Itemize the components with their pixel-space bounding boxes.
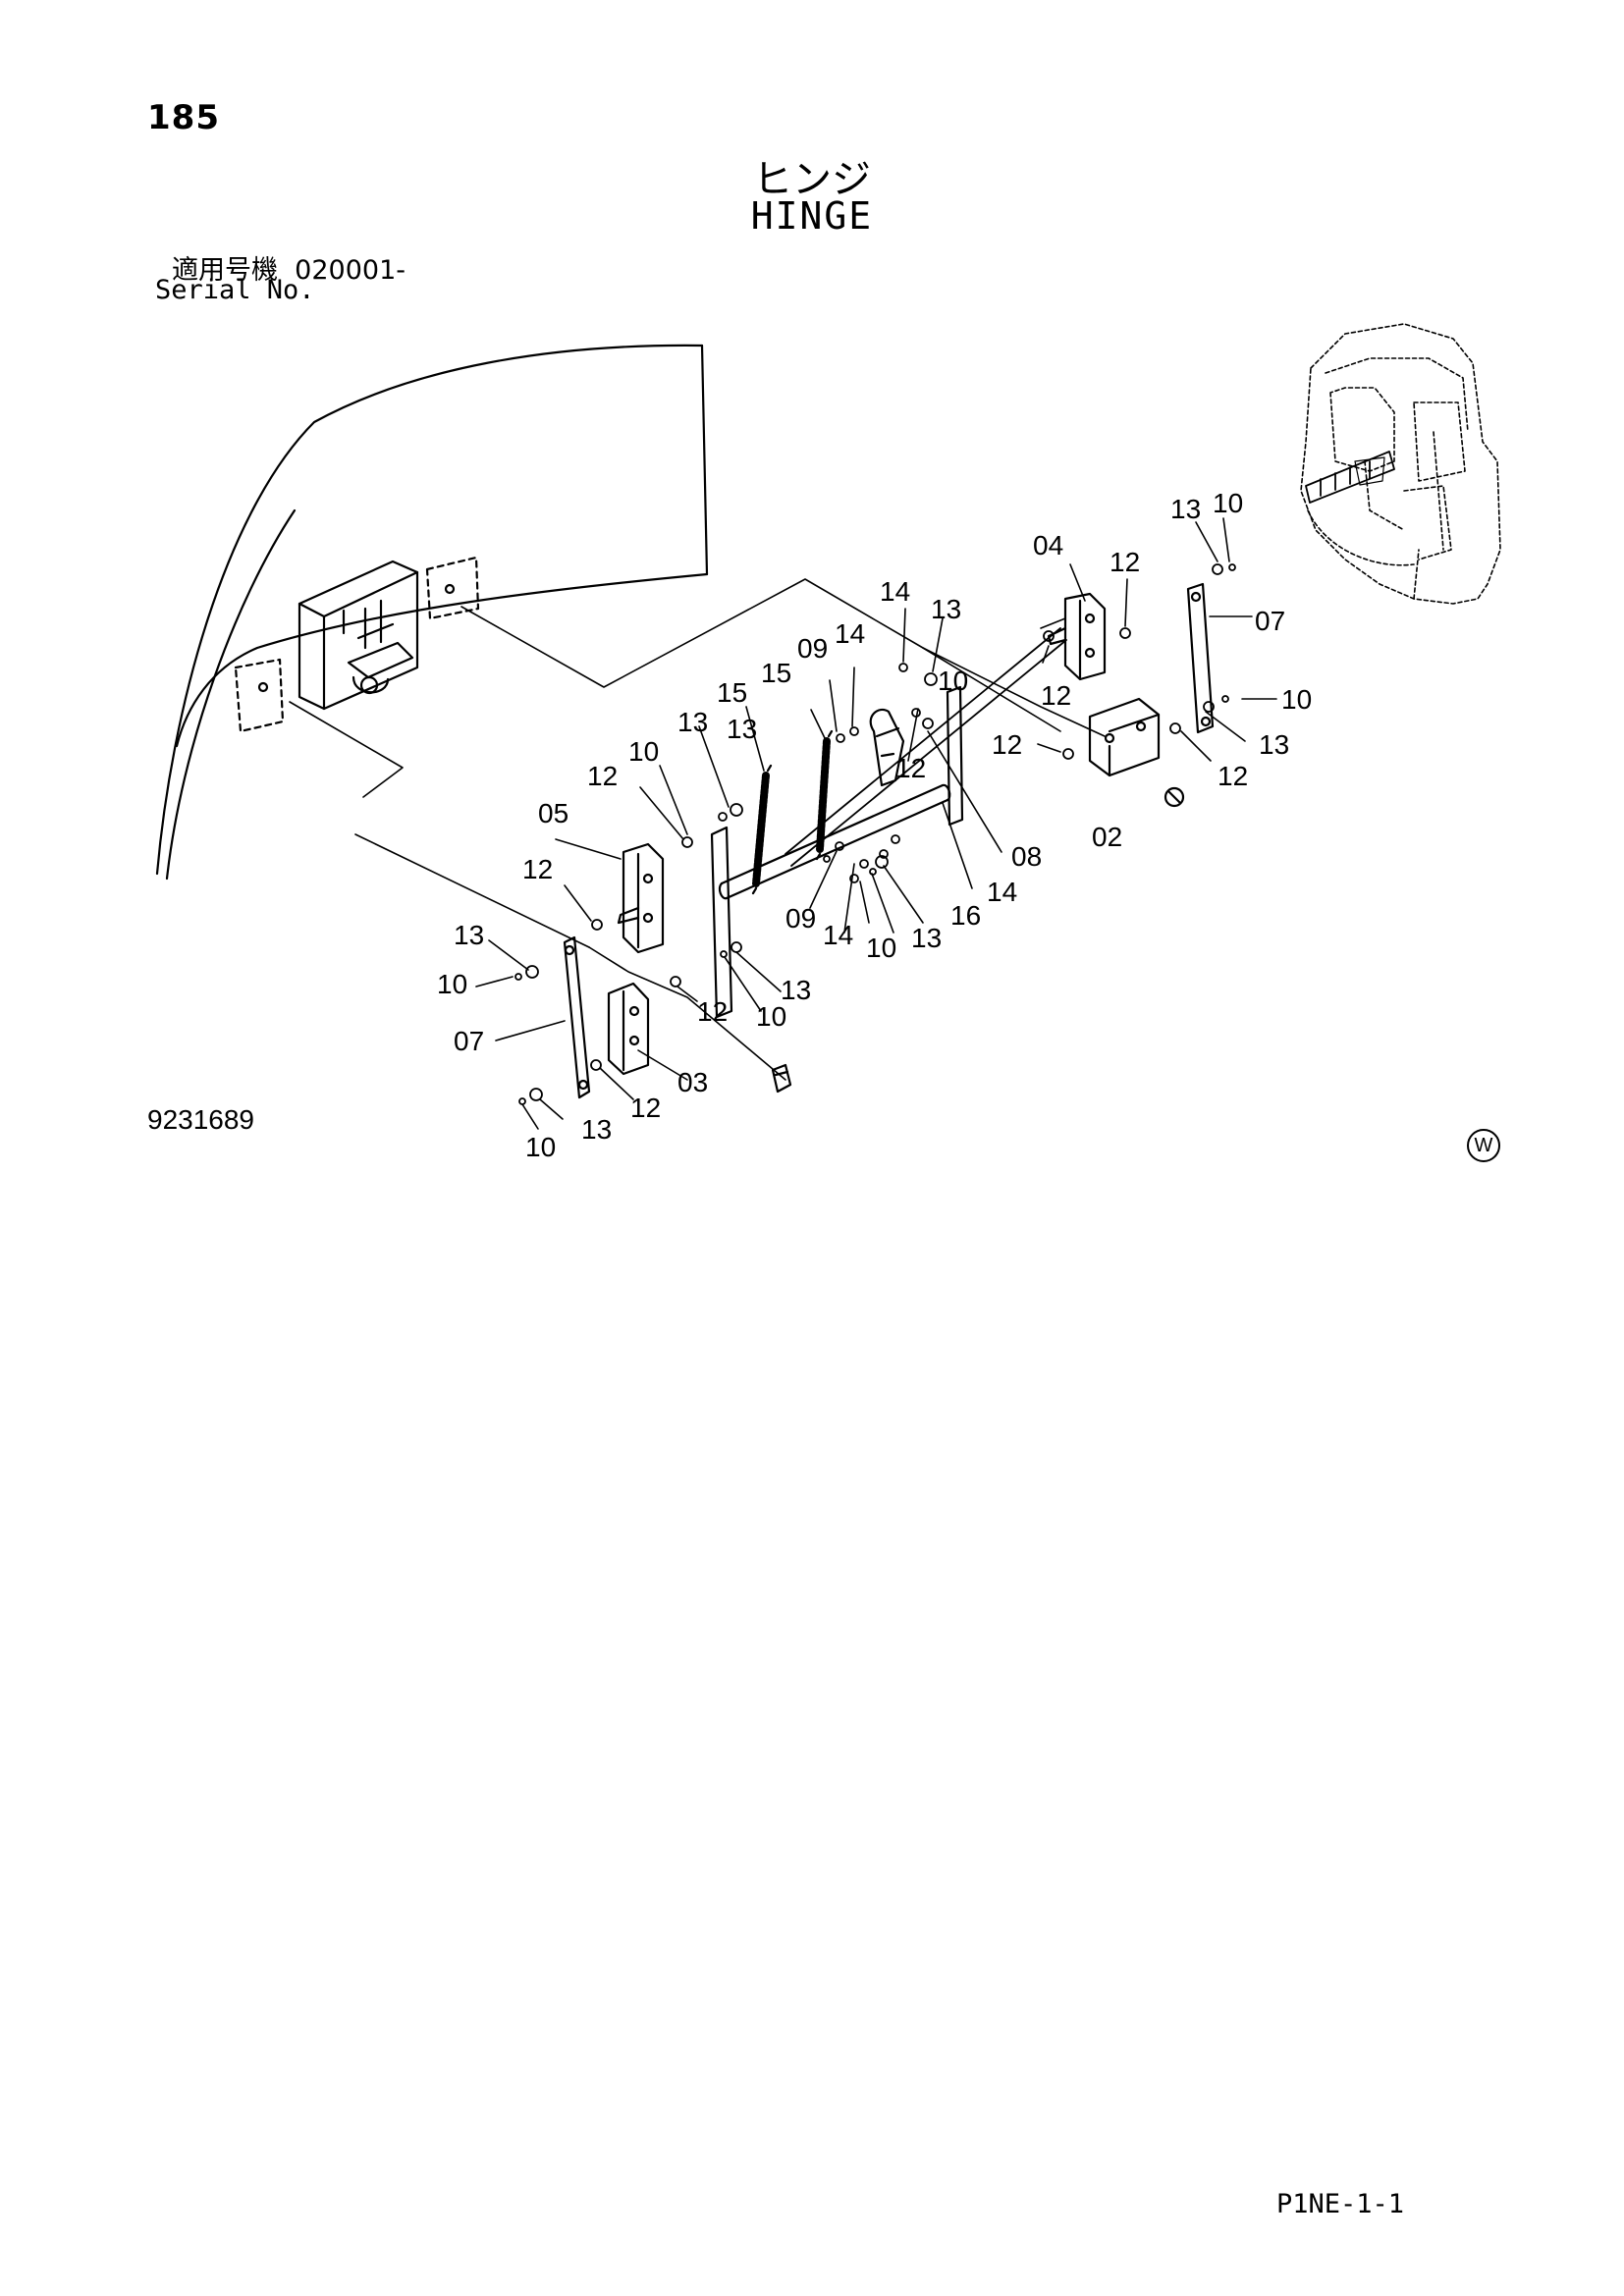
callout-10-lower-center: 10: [866, 933, 896, 963]
callout-12-right-inner: 12: [1041, 680, 1071, 711]
callout-12-mid-left: 12: [587, 761, 618, 791]
circled-w-mark: W: [1467, 1129, 1500, 1162]
serial-label-english: Serial No.: [155, 275, 315, 305]
callout-14-lower-right: 14: [987, 877, 1017, 907]
callout-13-top-inner: 13: [727, 714, 757, 744]
callout-10-top-inner: 10: [938, 666, 968, 696]
callout-13-top-right: 13: [1170, 494, 1201, 524]
bracket-02: [1088, 697, 1161, 777]
glass-panel: [155, 344, 709, 881]
bracket-03: [607, 982, 650, 1076]
callout-09-lower: 09: [785, 903, 816, 934]
part-callouts: 13 10 04 12 14 13 07 09 14 15 15 12 10 1…: [437, 488, 1312, 1162]
callout-12-upper: 12: [1110, 547, 1140, 577]
hardware-washers: [514, 563, 1236, 1105]
callout-08: 08: [1011, 841, 1042, 872]
drawing-number: 9231689: [147, 1104, 255, 1135]
serial-label-japanese: 適用号機: [172, 255, 278, 286]
lever-arm-07-left: [563, 935, 591, 1099]
callout-10-left: 10: [437, 969, 467, 999]
callout-14-lower: 14: [823, 920, 853, 950]
callout-10-top-right: 10: [1213, 488, 1243, 518]
callout-02: 02: [1092, 822, 1122, 852]
callout-12-right-lower: 12: [1218, 761, 1248, 791]
callout-12-lower-mid: 12: [697, 996, 728, 1027]
bracket-05: [617, 842, 665, 954]
bolt-right: [1164, 786, 1185, 808]
link-bar-front: [710, 826, 733, 1019]
callout-12-left: 12: [522, 854, 553, 884]
callout-03: 03: [677, 1067, 708, 1097]
callout-12-bottom: 12: [630, 1093, 661, 1123]
serial-line-japanese: 適用号機 020001-: [172, 248, 406, 287]
link-bar-rear: [946, 685, 964, 827]
callout-10-mid-left: 10: [628, 736, 659, 767]
callout-10-bottom: 10: [525, 1132, 556, 1162]
callout-13-lower-center: 13: [911, 923, 942, 953]
callout-15-left: 15: [717, 677, 747, 708]
cam-plate-16: [869, 708, 905, 787]
callout-13-bottom: 13: [581, 1114, 612, 1145]
callout-07-left: 07: [454, 1026, 484, 1056]
callout-13-right: 13: [1259, 729, 1289, 760]
callout-10-lower-mid: 10: [756, 1001, 786, 1032]
callout-13-mid-left: 13: [677, 707, 708, 737]
callout-13-lower-mid: 13: [781, 975, 811, 1005]
leader-lines: [475, 517, 1277, 1130]
callout-04: 04: [1033, 530, 1063, 561]
callout-14-upper: 14: [880, 576, 910, 607]
callout-13-left: 13: [454, 920, 484, 950]
spring-15-right: [815, 729, 834, 861]
callout-13-upper: 13: [931, 594, 961, 624]
lever-arm-07-right: [1186, 582, 1215, 734]
machine-inset-highlight: [1305, 451, 1395, 504]
machine-inset: [1300, 323, 1501, 605]
callout-10-center: 12: [895, 753, 926, 783]
serial-value: 020001-: [295, 255, 406, 286]
title-japanese: ヒンジ: [753, 157, 871, 202]
callout-09-upper: 09: [797, 633, 828, 664]
assembly-guide-lines: [289, 578, 1106, 1081]
page-number: 185: [147, 98, 220, 137]
spring-15-left: [751, 764, 773, 895]
callout-12-bracket-02: 12: [992, 729, 1022, 760]
glass-hinge-detail: [234, 556, 480, 733]
callout-16: 16: [950, 900, 981, 931]
callout-14-mid: 14: [835, 618, 865, 649]
page-code: P1NE-1-1: [1276, 2189, 1405, 2219]
callout-10-right: 10: [1281, 684, 1312, 715]
callout-15-right: 15: [761, 658, 791, 688]
bolt-lower: [771, 1063, 792, 1094]
bracket-04: [1047, 592, 1107, 681]
callout-07-right: 07: [1255, 606, 1285, 636]
title-english: HINGE: [750, 194, 874, 238]
callout-05: 05: [538, 798, 568, 828]
